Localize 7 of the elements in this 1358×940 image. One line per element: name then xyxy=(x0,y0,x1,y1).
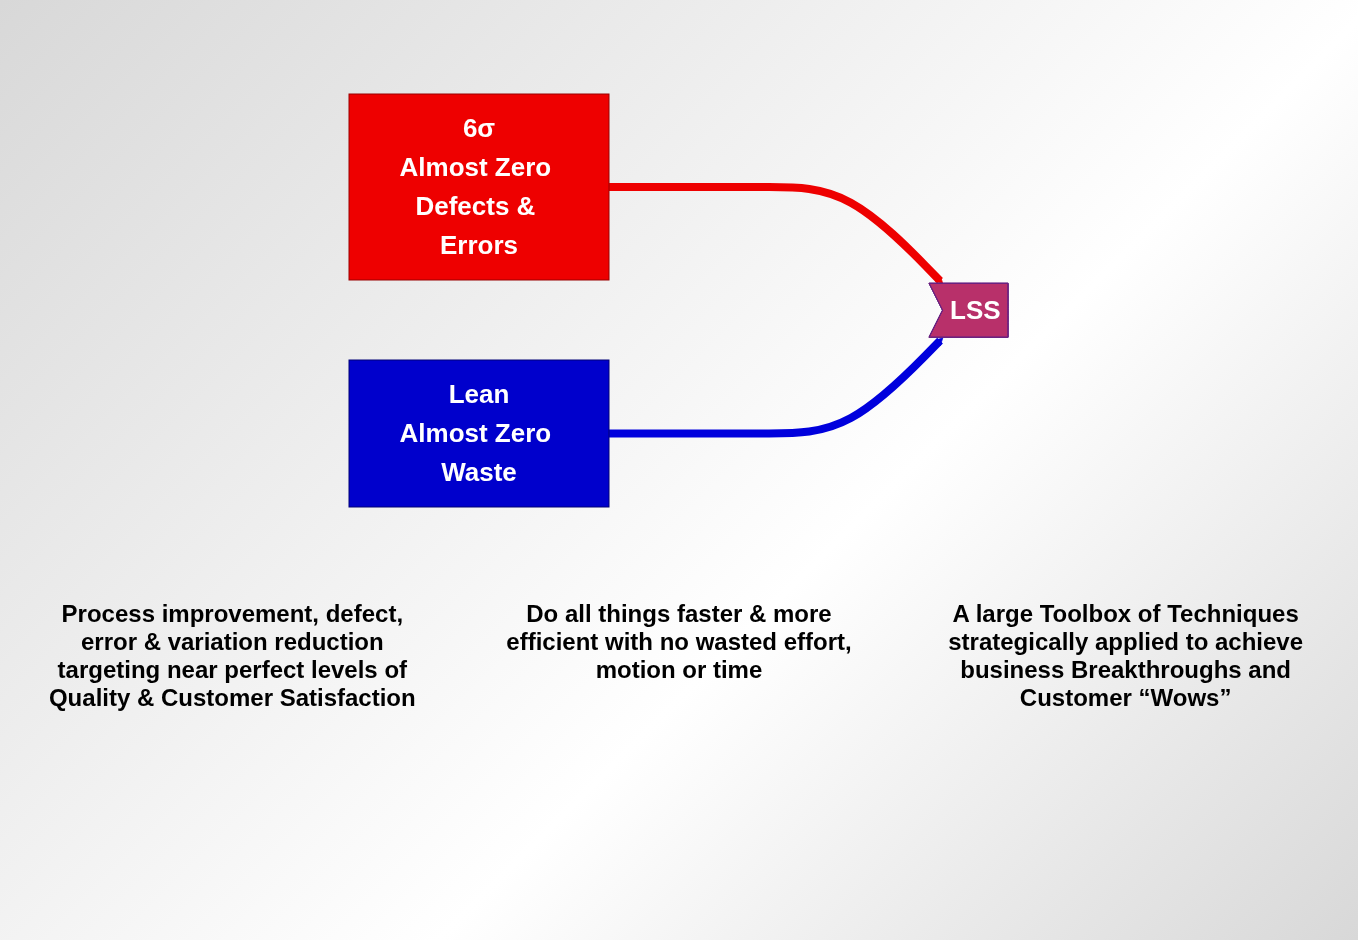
description-text: Do all things faster & more efficient with no wasted effort, motion or time xyxy=(505,600,853,685)
node-box: Lean Almost Zero Waste xyxy=(348,359,610,507)
arrow xyxy=(609,182,944,284)
node-box: 6σ Almost Zero Defects & Errors xyxy=(348,93,610,280)
description-text: Process improvement, defect, error & variation reduction targeting near perfect levels of Quality & Customer Satisfaction xyxy=(47,600,417,712)
description-text: A large Toolbox of Techniques strategically applied to achieve business Breakthroughs and Customer “Wows” xyxy=(947,600,1305,712)
arrow xyxy=(609,336,944,437)
